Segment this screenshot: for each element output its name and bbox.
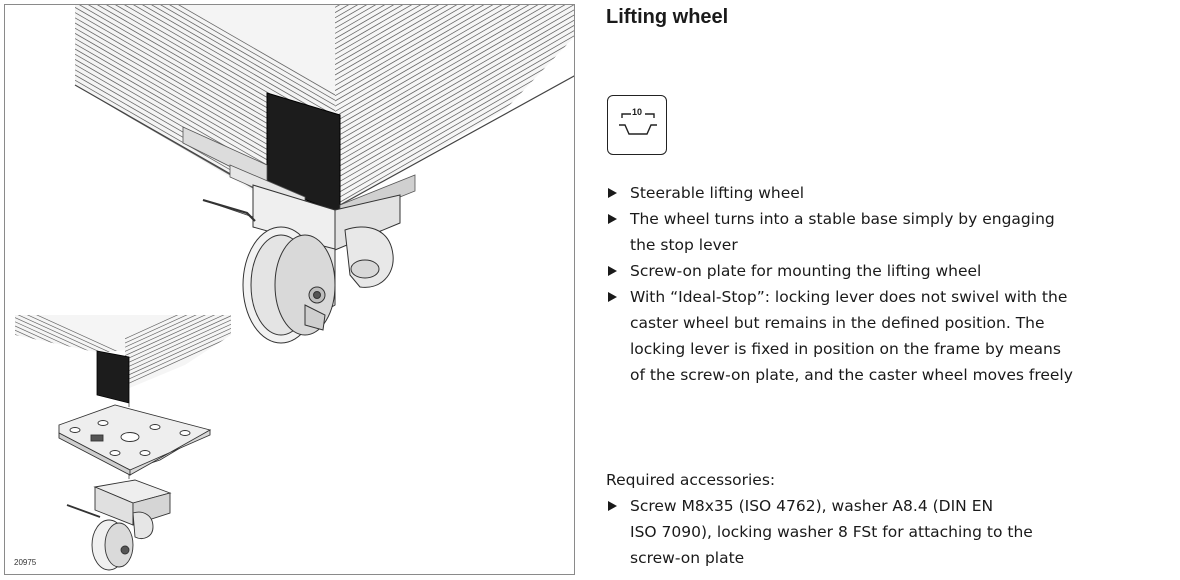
small-profile-right xyxy=(125,315,231,390)
feature-item-line: locking lever is fixed in position on th… xyxy=(630,340,1061,358)
feature-item-line: the stop lever xyxy=(630,236,738,254)
feature-item-line: With “Ideal-Stop”: locking lever does no… xyxy=(630,288,1068,306)
lifting-wheel-large xyxy=(202,184,401,344)
accessories-list: Screw M8x35 (ISO 4762), washer A8.4 (DIN… xyxy=(606,493,1176,571)
feature-item-line: of the screw-on plate, and the caster wh… xyxy=(630,366,1073,384)
accessory-item-line: screw-on plate xyxy=(630,549,745,567)
product-illustration: 20975 xyxy=(4,4,575,575)
page-title: Lifting wheel xyxy=(606,6,729,28)
small-end-cap xyxy=(96,350,130,404)
accessories-heading: Required accessories: xyxy=(606,471,776,489)
aluminium-profile-right xyxy=(335,5,574,210)
feature-item-line: Screw-on plate for mounting the lifting … xyxy=(630,262,982,280)
feature-item: The wheel turns into a stable base simpl… xyxy=(606,206,1176,258)
mounting-height-value: 10 xyxy=(631,107,642,117)
feature-item: Steerable lifting wheel xyxy=(606,180,1176,206)
feature-item-line: Steerable lifting wheel xyxy=(630,184,805,202)
mounting-height-icon: 10 xyxy=(607,95,667,155)
screw-on-plate xyxy=(58,404,212,476)
accessory-item-line: Screw M8x35 (ISO 4762), washer A8.4 (DIN… xyxy=(630,497,994,515)
feature-item-line: caster wheel but remains in the defined … xyxy=(630,314,1045,332)
feature-item-line: The wheel turns into a stable base simpl… xyxy=(630,210,1055,228)
feature-item: With “Ideal-Stop”: locking lever does no… xyxy=(606,284,1176,388)
lifting-wheel-small xyxy=(66,479,172,571)
accessory-item-line: ISO 7090), locking washer 8 FSt for atta… xyxy=(630,523,1033,541)
figure-id: 20975 xyxy=(14,558,37,567)
feature-item: Screw-on plate for mounting the lifting … xyxy=(606,258,1176,284)
accessory-item: Screw M8x35 (ISO 4762), washer A8.4 (DIN… xyxy=(606,493,1176,571)
